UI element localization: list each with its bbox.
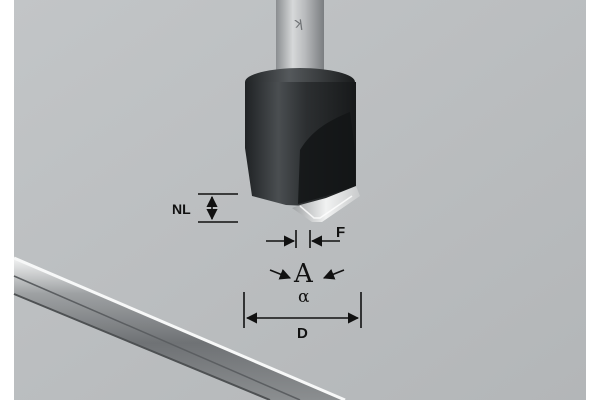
dimension-angle: A α [269,259,345,307]
label-f: F [336,224,345,241]
dimension-d: D [243,292,362,342]
bit-tip-highlight [299,195,353,219]
bit-flute [298,112,355,204]
dimension-f: F [266,224,345,248]
bit-shank [276,0,324,80]
shank-engraving: ʞ [292,15,303,32]
guide-rail [13,256,346,400]
dimension-nl: NL [172,193,238,223]
router-bit-illustration: ʞ [245,0,360,222]
label-nl: NL [172,201,191,217]
label-alpha: α [298,287,310,307]
label-a-mark: A [293,259,314,289]
label-d: D [297,325,308,342]
